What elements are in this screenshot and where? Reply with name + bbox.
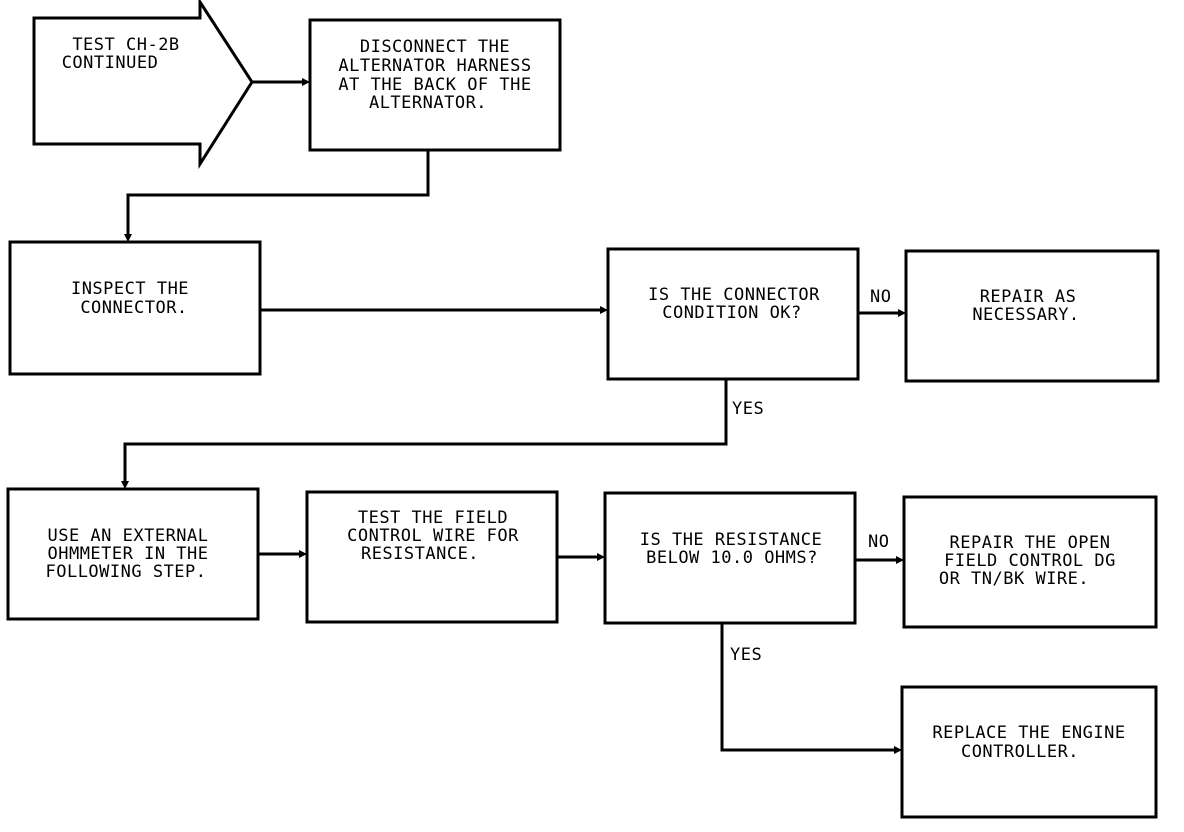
disconnect-text-line3: AT THE BACK OF THE — [338, 75, 531, 95]
test-field-text-line2: CONTROL WIRE FOR — [347, 526, 519, 546]
repair-open-text-line2: FIELD CONTROL DG — [944, 551, 1116, 571]
test-field-text-line1: TEST THE FIELD — [358, 508, 508, 528]
repair-open-box — [902, 495, 1158, 629]
disconnect-text-line1: DISCONNECT THE — [360, 37, 510, 57]
use-ohmmeter-text-line3: FOLLOWING STEP. — [45, 562, 206, 582]
test-field-box — [305, 490, 559, 624]
arrowhead-inspect — [124, 234, 132, 242]
resistance-below-node: IS THE RESISTANCE BELOW 10.0 OHMS? — [603, 491, 857, 625]
inspect-box — [8, 240, 262, 376]
start-arrow-shape — [32, 0, 254, 170]
connector-ok-node: IS THE CONNECTOR CONDITION OK? — [606, 247, 860, 381]
replace-controller-node: REPLACE THE ENGINE CONTROLLER. — [900, 685, 1158, 819]
inspect-text-line2: CONNECTOR. — [80, 298, 187, 318]
arrowhead-decision-1 — [600, 306, 608, 314]
inspect-text-line1: INSPECT THE — [71, 279, 189, 299]
replace-controller-text-line1: REPLACE THE ENGINE — [932, 723, 1125, 743]
repair-open-node: REPAIR THE OPEN FIELD CONTROL DG OR TN/B… — [902, 495, 1158, 629]
start-text-line1: TEST CH-2B — [72, 35, 179, 55]
use-ohmmeter-node: USE AN EXTERNAL OHMMETER IN THE FOLLOWIN… — [6, 487, 260, 621]
test-field-text-line3: RESISTANCE. — [361, 544, 479, 564]
edge-label-yes-1: YES — [732, 399, 764, 419]
repair-necessary-box — [904, 249, 1160, 383]
repair-necessary-text-line2: NECESSARY. — [972, 305, 1079, 325]
replace-controller-text-line2: CONTROLLER. — [961, 742, 1079, 762]
arrowhead-repair-open — [896, 556, 904, 564]
resistance-below-text-line2: BELOW 10.0 OHMS? — [646, 548, 818, 568]
connector-yes-to-replace — [720, 623, 896, 752]
connector-ok-text-line1: IS THE CONNECTOR — [648, 285, 820, 305]
connector-ok-text-line2: CONDITION OK? — [662, 303, 802, 323]
test-field-node: TEST THE FIELD CONTROL WIRE FOR RESISTAN… — [305, 490, 559, 624]
start-node: TEST CH-2B CONTINUED — [32, 0, 254, 170]
use-ohmmeter-box — [6, 487, 260, 621]
edge-label-no-1: NO — [870, 287, 891, 307]
start-text-line2: CONTINUED — [62, 53, 159, 73]
repair-open-text-line1: REPAIR THE OPEN — [949, 533, 1110, 553]
arrowhead-replace-controller — [894, 746, 902, 754]
disconnect-box — [308, 18, 562, 152]
disconnect-text-line4: ALTERNATOR. — [369, 93, 487, 113]
connector-disconnect-to-inspect — [126, 150, 430, 236]
resistance-below-text-line1: IS THE RESISTANCE — [640, 530, 823, 550]
repair-open-text-line3: OR TN/BK WIRE. — [939, 569, 1089, 589]
edge-label-yes-2: YES — [730, 645, 762, 665]
edge-label-no-2: NO — [868, 532, 889, 552]
arrowhead-ohmmeter — [121, 481, 129, 489]
use-ohmmeter-text-line1: USE AN EXTERNAL — [47, 526, 208, 546]
disconnect-text-line2: ALTERNATOR HARNESS — [338, 56, 531, 76]
resistance-below-box — [603, 491, 857, 625]
repair-necessary-text-line1: REPAIR AS — [980, 287, 1077, 307]
arrowhead-disconnect — [302, 78, 310, 86]
arrowhead-test-field — [299, 550, 307, 558]
repair-necessary-node: REPAIR AS NECESSARY. — [904, 249, 1160, 383]
connector-yes-to-ohmmeter — [123, 379, 728, 483]
inspect-node: INSPECT THE CONNECTOR. — [8, 240, 262, 376]
arrowhead-decision-2 — [597, 553, 605, 561]
disconnect-node: DISCONNECT THE ALTERNATOR HARNESS AT THE… — [308, 18, 562, 152]
replace-controller-box — [900, 685, 1158, 819]
arrowhead-repair-necessary — [898, 309, 906, 317]
connector-ok-box — [606, 247, 860, 381]
use-ohmmeter-text-line2: OHMMETER IN THE — [47, 544, 208, 564]
